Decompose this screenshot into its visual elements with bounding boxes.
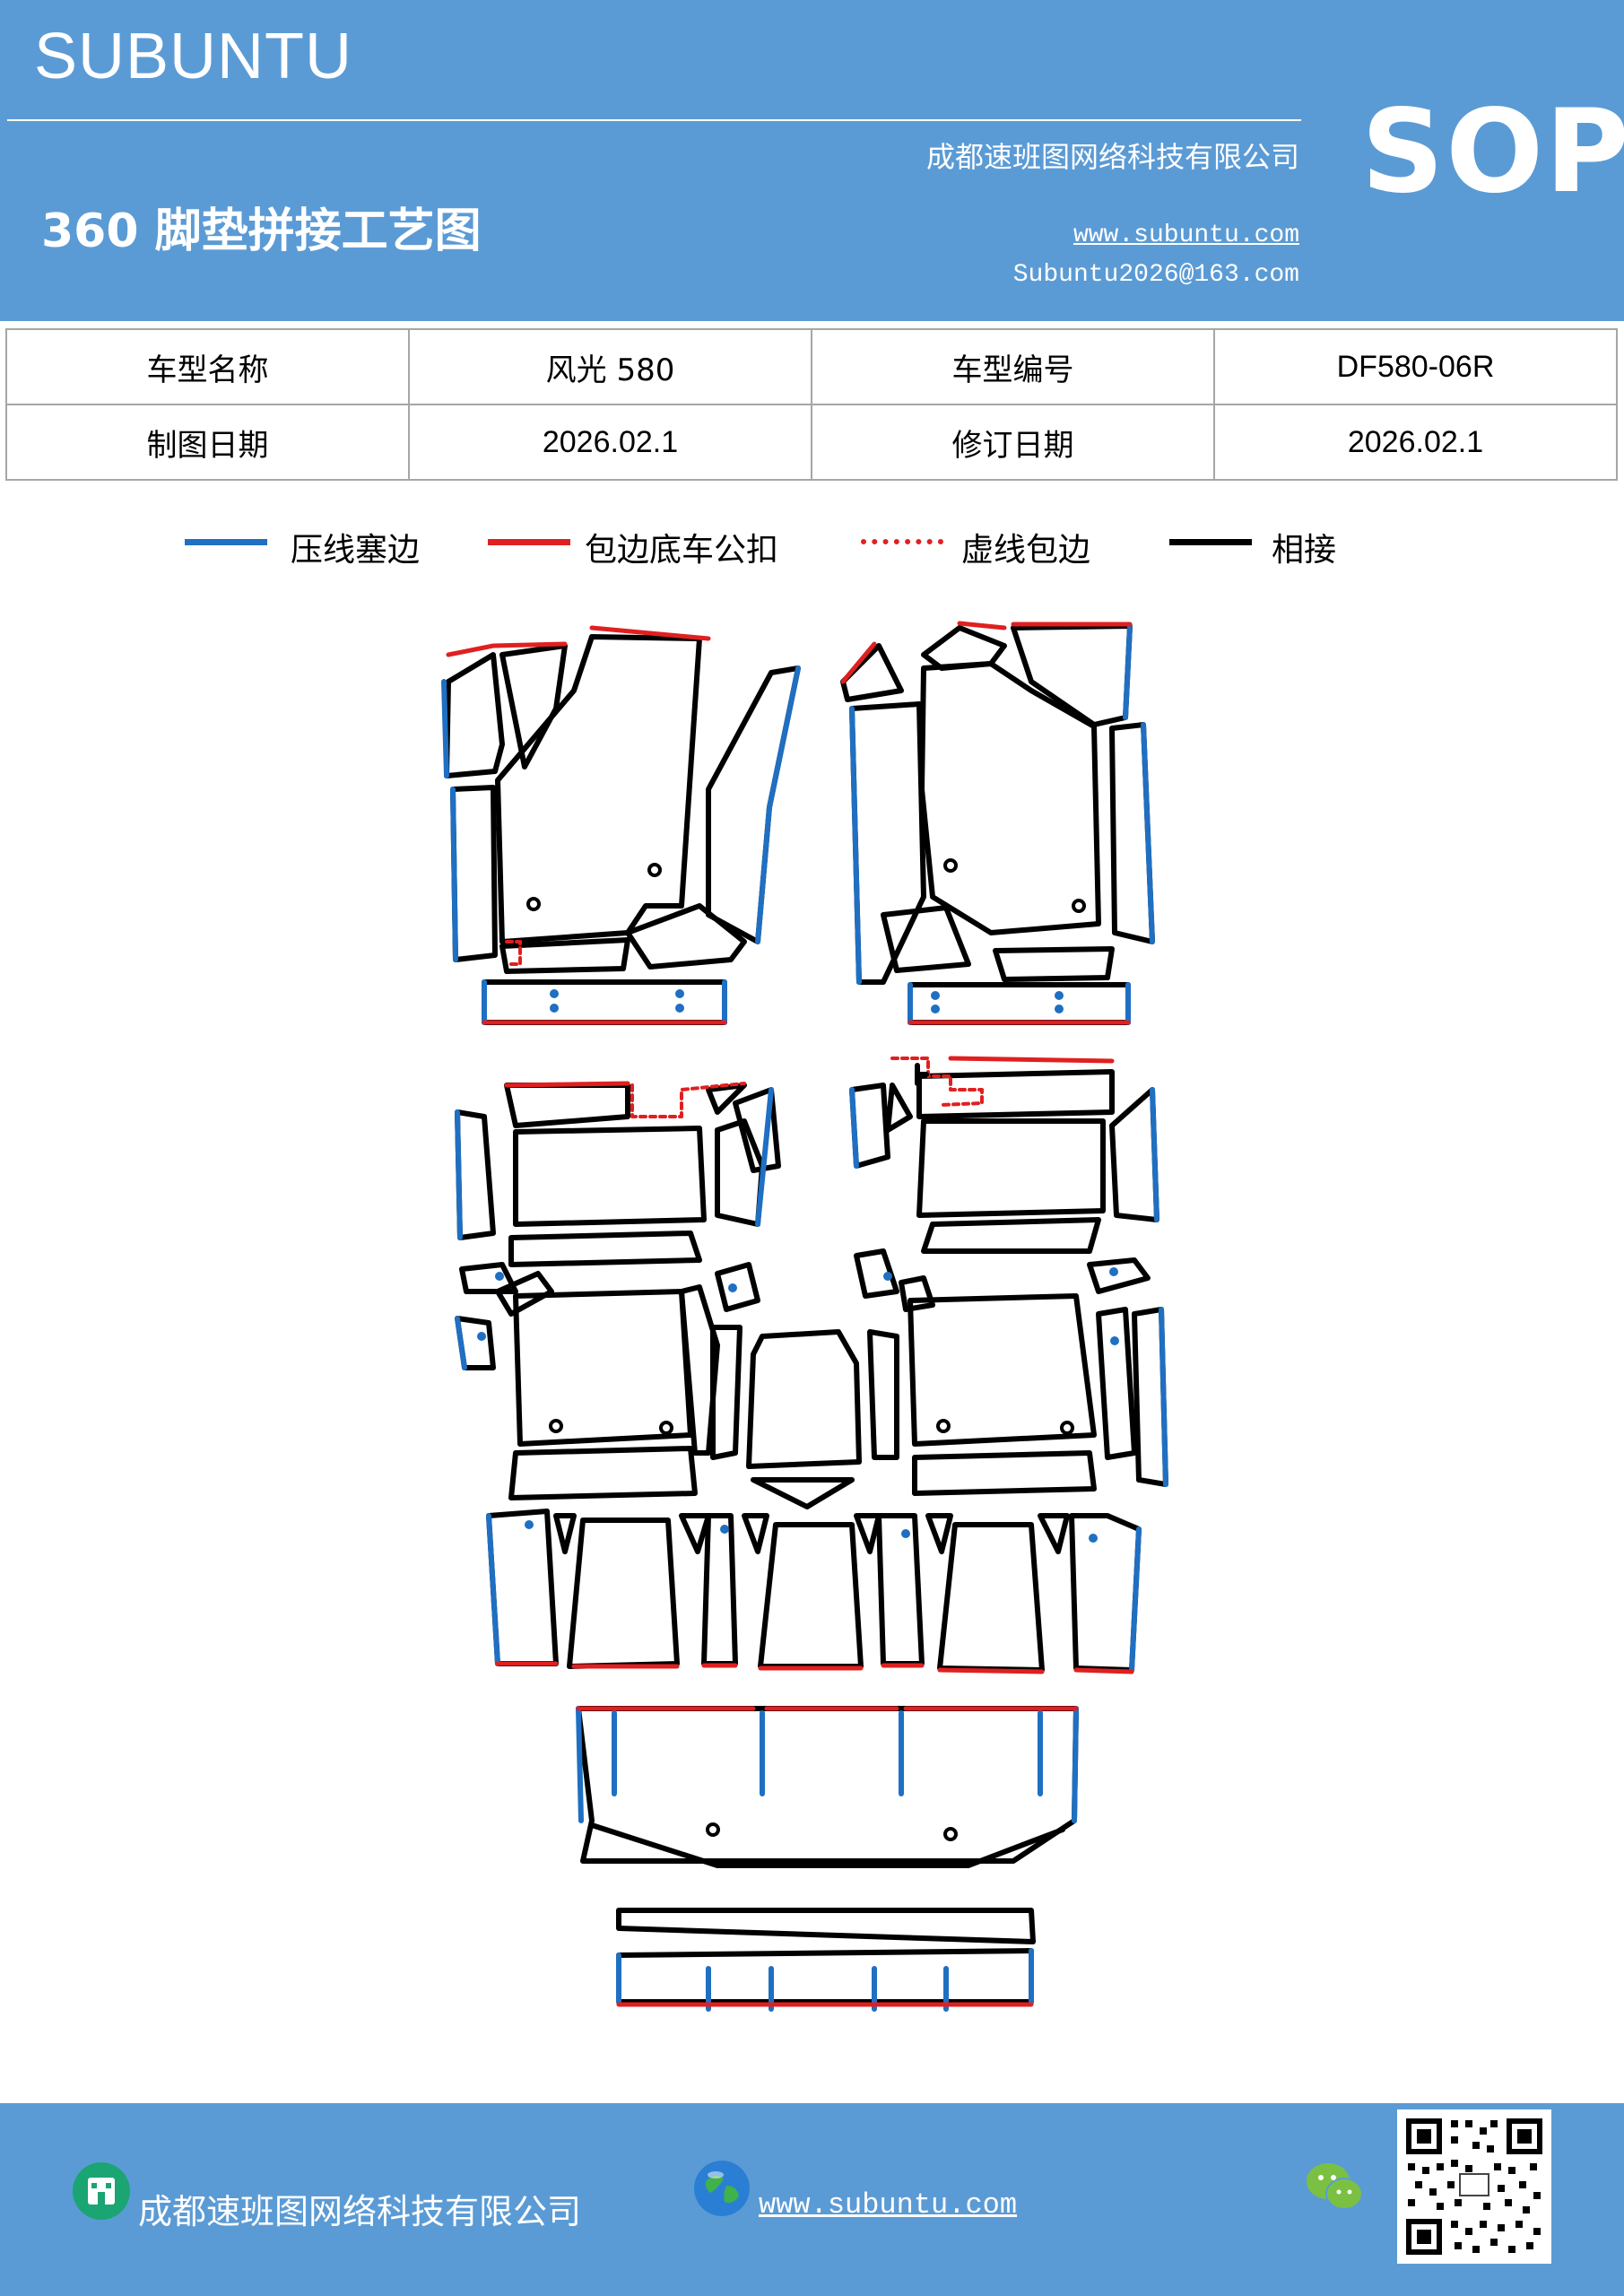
- globe-icon: [694, 2161, 750, 2216]
- footer-website-link[interactable]: www.subuntu.com: [759, 2188, 1018, 2222]
- company-name: 成都速班图网络科技有限公司: [925, 140, 1299, 174]
- second-row-right-mat: [849, 1056, 1159, 1254]
- legend-swatch: [185, 539, 267, 545]
- sop-badge: SOP: [1361, 85, 1624, 219]
- draw-date-value: 2026.02.1: [408, 404, 812, 481]
- building-icon: [73, 2162, 130, 2220]
- model-code-value: DF580-06R: [1213, 328, 1618, 405]
- legend-label: 包边底车公扣: [585, 532, 779, 569]
- legend: 压线塞边 包边底车公扣 虚线包边 相接: [0, 520, 1624, 574]
- floor-mat-diagram: .k { stroke:#000; stroke-width:6; } .b {…: [441, 621, 1168, 2012]
- table-row: 制图日期 2026.02.1 修订日期 2026.02.1: [5, 404, 1618, 481]
- website-link[interactable]: www.subuntu.com: [1073, 222, 1299, 249]
- table-row: 车型名称 风光 580 车型编号 DF580-06R: [5, 328, 1618, 405]
- legend-swatch: [1169, 539, 1252, 545]
- front-right-mat: [840, 621, 1155, 1025]
- front-left-mat: [441, 625, 801, 1025]
- trunk-mat: [576, 1706, 1079, 2012]
- legend-swatch: [488, 539, 570, 545]
- email-address: Subuntu2026@163.com: [1012, 261, 1299, 289]
- model-name-value: 风光 580: [408, 328, 812, 405]
- middle-row-mats: [455, 1248, 1168, 1509]
- wechat-icon: [1307, 2163, 1363, 2210]
- revise-date-label: 修订日期: [811, 404, 1215, 481]
- model-code-label: 车型编号: [811, 328, 1215, 405]
- document-title: 360 脚垫拼接工艺图: [41, 204, 482, 258]
- model-name-label: 车型名称: [5, 328, 410, 405]
- header-banner: SUBUNTU 成都速班图网络科技有限公司 360 脚垫拼接工艺图 www.su…: [0, 0, 1624, 321]
- footer-company-name: 成都速班图网络科技有限公司: [138, 2192, 582, 2231]
- legend-label: 压线塞边: [291, 532, 421, 569]
- legend-swatch: [861, 539, 943, 544]
- header-divider: [7, 119, 1301, 121]
- info-table: 车型名称 风光 580 车型编号 DF580-06R 制图日期 2026.02.…: [5, 328, 1618, 481]
- legend-label: 虚线包边: [961, 532, 1091, 569]
- legend-label: 相接: [1272, 532, 1337, 569]
- qr-code: [1397, 2109, 1551, 2264]
- revise-date-value: 2026.02.1: [1213, 404, 1618, 481]
- brand-name: SUBUNTU: [34, 21, 353, 92]
- third-row-mats: [486, 1509, 1142, 1674]
- draw-date-label: 制图日期: [5, 404, 410, 481]
- second-row-left-mat: [455, 1081, 781, 1267]
